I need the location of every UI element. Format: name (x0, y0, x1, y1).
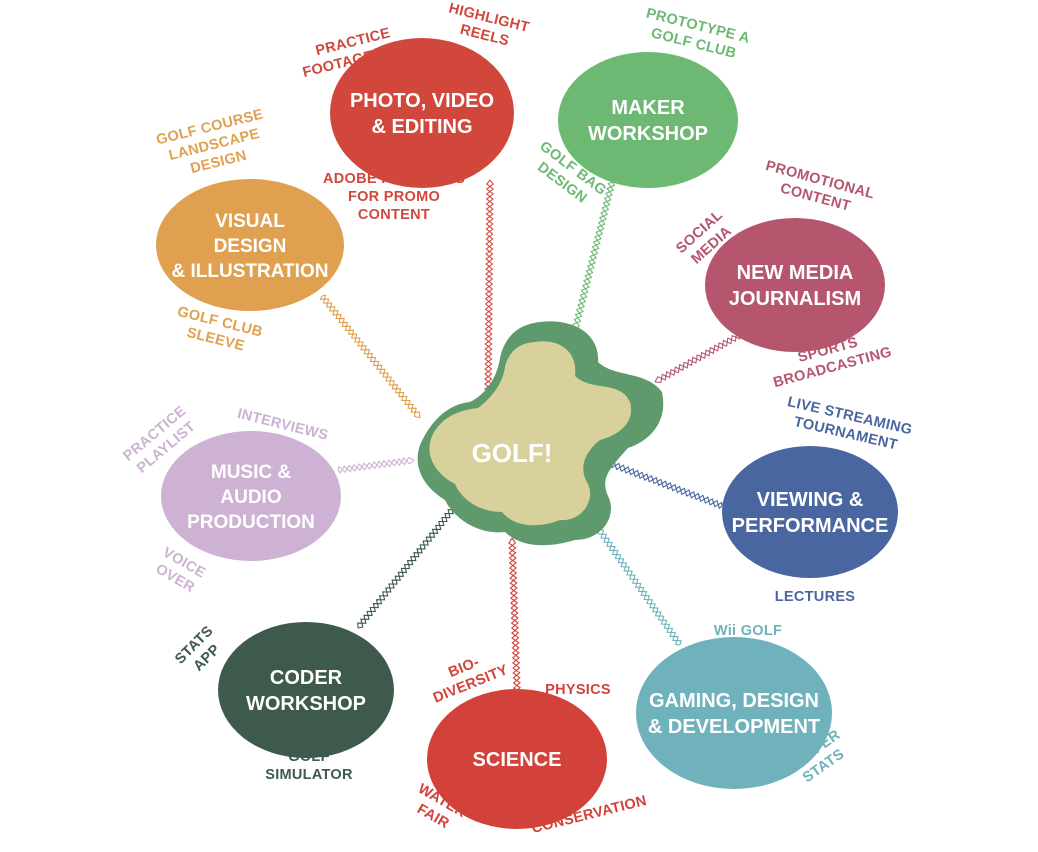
connector-music-strand-2 (337, 456, 415, 474)
node-photo-label-line: & EDITING (371, 116, 472, 138)
node-music-label-line: MUSIC & (211, 462, 292, 483)
tag-viewing-line: LECTURES (775, 589, 856, 605)
connector-media-strand-2 (654, 334, 741, 383)
tag-coder-line: GOLF (288, 749, 329, 765)
node-science: SCIENCE (427, 689, 607, 829)
node-media-label-line: NEW MEDIA (737, 262, 854, 284)
node-science-label-line: SCIENCE (473, 749, 562, 771)
connector-media-strand-1 (654, 332, 741, 383)
node-photo: PHOTO, VIDEO & EDITING (330, 38, 514, 188)
node-visual-label-line: & ILLUSTRATION (172, 261, 329, 282)
node-viewing: VIEWING & PERFORMANCE (722, 446, 898, 578)
node-coder-label-line: WORKSHOP (246, 693, 366, 715)
connector-visual-strand-1 (319, 295, 421, 419)
tag-science-line: PHYSICS (545, 682, 611, 698)
node-music-ellipse (161, 431, 341, 561)
node-maker-ellipse (558, 52, 738, 188)
tag-photo: ADOBE PRODUCTS FOR PROMO CONTENT (323, 171, 465, 223)
node-visual-label-line: VISUAL (215, 211, 285, 232)
topic-nodes: PHOTO, VIDEO & EDITING MAKER WORKSHOP NEW ME… (156, 38, 898, 829)
node-viewing-label-line: PERFORMANCE (732, 515, 889, 537)
tag-gaming-line: Wii GOLF (714, 623, 782, 639)
node-media-label-line: JOURNALISM (729, 288, 861, 310)
node-media-ellipse (705, 218, 885, 352)
node-maker-label-line: WORKSHOP (588, 123, 708, 145)
connector-photo-strand-2 (484, 179, 494, 405)
node-gaming-label-line: & DEVELOPMENT (648, 716, 820, 738)
tag-coder: GOLF SIMULATOR (265, 749, 353, 783)
connector-music-strand-1 (337, 457, 415, 475)
node-maker-label-line: MAKER (611, 97, 685, 119)
center-blob: GOLF! (417, 321, 664, 546)
node-coder-label-line: CODER (270, 667, 343, 689)
tag-science: PHYSICS (545, 682, 611, 698)
node-visual-label-line: DESIGN (214, 236, 287, 257)
node-gaming-label-line: GAMING, DESIGN (649, 690, 819, 712)
connector-maker-strand-2 (573, 181, 615, 331)
tag-viewing: LECTURES (775, 589, 856, 605)
tag-photo-line: FOR PROMO (348, 189, 440, 205)
connector-science-strand-2 (508, 537, 522, 691)
node-gaming-ellipse (636, 637, 832, 789)
node-music: MUSIC & AUDIO PRODUCTION (161, 431, 341, 561)
tag-coder-line: SIMULATOR (265, 767, 353, 783)
node-visual-ellipse (156, 179, 344, 311)
tag-photo-line: ADOBE PRODUCTS (323, 171, 465, 187)
center-label: GOLF! (472, 438, 553, 468)
node-media: NEW MEDIA JOURNALISM (705, 218, 885, 352)
node-music-label-line: PRODUCTION (187, 512, 315, 533)
connector-gaming-strand-1 (597, 527, 681, 646)
connectors (319, 179, 741, 691)
node-science-ellipse (427, 689, 607, 829)
node-photo-label-line: PHOTO, VIDEO (350, 90, 494, 112)
node-viewing-ellipse (722, 446, 898, 578)
tag-photo-line: CONTENT (358, 207, 430, 223)
node-gaming: GAMING, DESIGN & DEVELOPMENT (636, 637, 832, 789)
connector-visual-strand-2 (321, 294, 421, 419)
center-blob-body (429, 341, 632, 526)
node-music-label-line: AUDIO (220, 487, 281, 508)
tag-gaming: Wii GOLF (714, 623, 782, 639)
connector-gaming-strand-2 (597, 527, 682, 646)
node-photo-ellipse (330, 38, 514, 188)
connector-coder-strand-2 (357, 499, 461, 629)
node-maker: MAKER WORKSHOP (558, 52, 738, 188)
connector-coder-strand-1 (357, 499, 461, 629)
node-visual: VISUAL DESIGN & ILLUSTRATION (156, 179, 344, 311)
node-coder: CODER WORKSHOP (218, 622, 394, 758)
node-viewing-label-line: VIEWING & (757, 489, 864, 511)
node-coder-ellipse (218, 622, 394, 758)
